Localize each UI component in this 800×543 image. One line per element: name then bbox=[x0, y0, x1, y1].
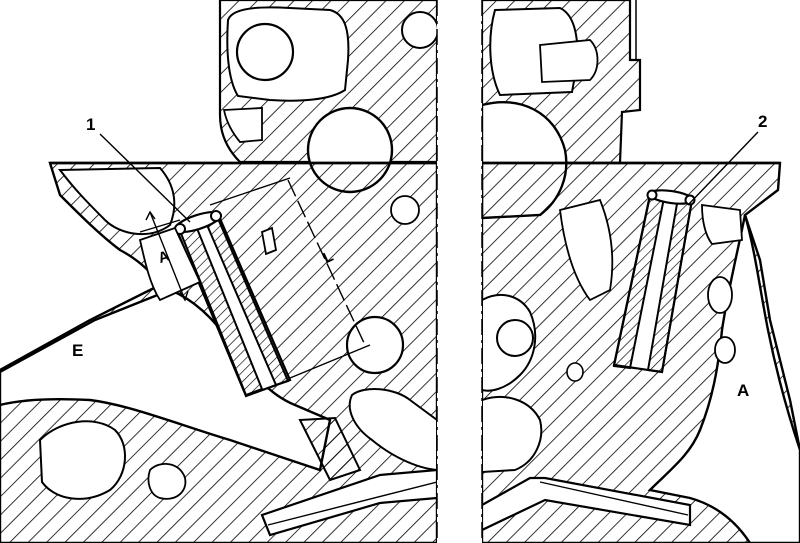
left-water-jacket-right bbox=[348, 388, 437, 472]
left-small-hole-2 bbox=[390, 195, 420, 225]
callout-2-leader bbox=[687, 131, 759, 206]
dimension-a-ext-top bbox=[139, 219, 181, 233]
left-upper-small-hole bbox=[401, 11, 437, 49]
left-water-jacket-upper bbox=[58, 166, 176, 236]
left-housing-notch bbox=[222, 107, 263, 143]
right-valve-seat-lower bbox=[482, 476, 692, 532]
left-view bbox=[0, 0, 437, 543]
dimension-l-line bbox=[287, 179, 366, 346]
left-exhaust-port bbox=[0, 288, 332, 472]
left-lower-bolt-hole bbox=[345, 315, 405, 375]
callout-label-2: 2 bbox=[758, 112, 767, 131]
right-cavity-mid bbox=[559, 198, 614, 302]
left-valve-seat-lower bbox=[260, 468, 437, 537]
right-lobe-cutout bbox=[539, 39, 599, 83]
region-label-e: E bbox=[72, 341, 83, 360]
callout-label-1: 1 bbox=[86, 115, 95, 134]
left-upper-bolt-hole bbox=[235, 22, 295, 82]
dimension-label-a: A bbox=[156, 247, 172, 267]
right-view bbox=[482, 0, 800, 543]
dimension-a-line bbox=[149, 211, 186, 301]
right-intake-port bbox=[647, 214, 800, 543]
left-water-jacket-lower bbox=[38, 420, 127, 500]
callout-1-leader bbox=[99, 133, 191, 223]
region-label-a: A bbox=[737, 381, 749, 400]
left-lower-hatched-block bbox=[298, 416, 362, 482]
left-stem-slot bbox=[260, 226, 278, 256]
left-water-jacket-small bbox=[147, 463, 187, 500]
right-cavity-oval bbox=[707, 276, 733, 314]
right-side-bracket bbox=[701, 203, 743, 245]
right-bolt-hole bbox=[496, 319, 534, 357]
dimension-l-ext-bottom bbox=[289, 344, 371, 379]
right-cavity-lower bbox=[482, 395, 543, 474]
dimension-l-ext-top bbox=[209, 177, 291, 206]
